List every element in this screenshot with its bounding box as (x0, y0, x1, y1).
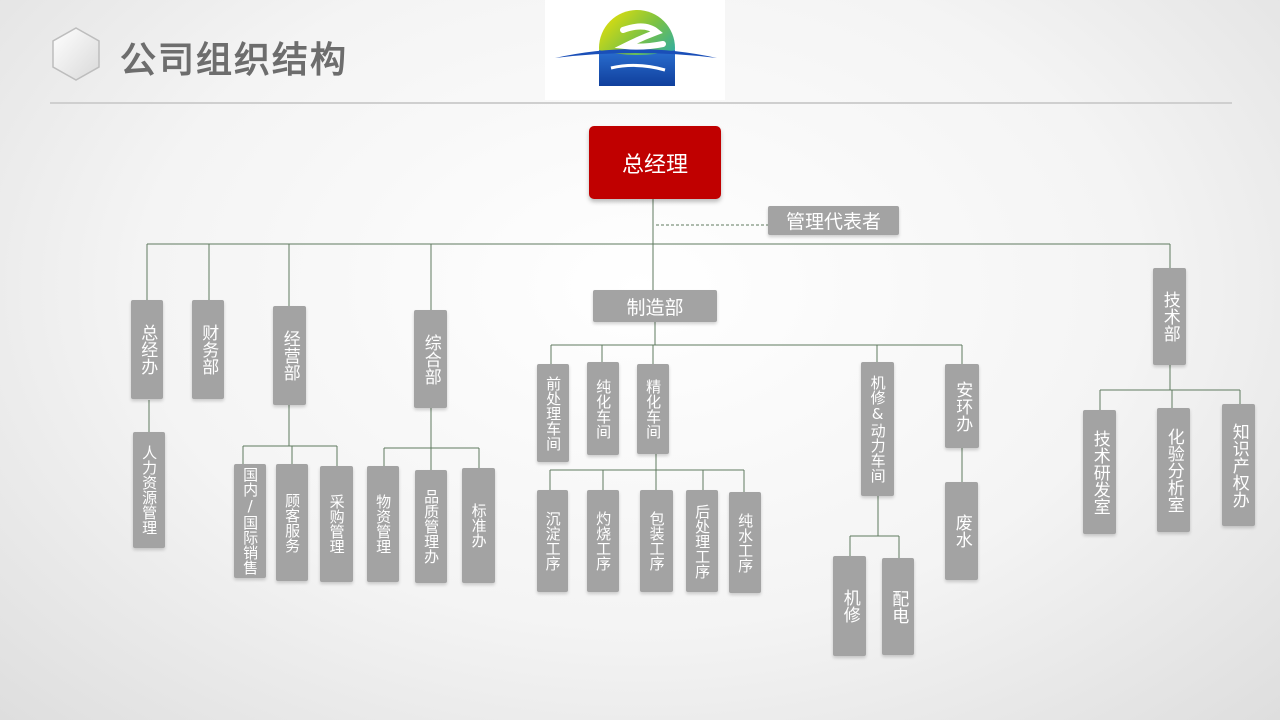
general-office-box: 总经办 (131, 300, 163, 399)
precipitation-process-box: 沉淀工序 (537, 490, 568, 592)
tech-rd-room-box: 技术研发室 (1083, 410, 1116, 534)
calcination-process-box: 灼烧工序 (587, 490, 619, 592)
general-affairs-box: 综合部 (414, 310, 447, 408)
manufacturing-dept-box: 制造部 (593, 290, 717, 322)
quality-office-box: 品质管理办 (415, 470, 447, 583)
purchasing-box: 采购管理 (320, 466, 353, 582)
packaging-process-box: 包装工序 (640, 490, 673, 592)
ip-office-box: 知识产权办 (1222, 404, 1255, 526)
technology-dept-box: 技术部 (1153, 268, 1186, 365)
safety-environment-box: 安环办 (945, 364, 979, 448)
maintenance-power-workshop-box: 机修&动力车间 (861, 362, 894, 496)
page-title: 公司组织结构 (120, 40, 349, 81)
materials-management-box: 物资管理 (367, 466, 399, 582)
pretreatment-workshop-box: 前处理车间 (537, 364, 569, 462)
domestic-intl-sales-box: 国内/国际销售 (234, 464, 266, 578)
wastewater-box: 废水 (945, 482, 978, 580)
hexagon-icon (52, 27, 100, 81)
business-dept-box: 经营部 (273, 306, 306, 405)
standards-office-box: 标准办 (462, 468, 495, 583)
lab-analysis-room-box: 化验分析室 (1157, 408, 1190, 532)
purification-workshop-box: 纯化车间 (587, 362, 619, 455)
pure-water-process-box: 纯水工序 (729, 492, 761, 593)
company-logo (545, 0, 725, 100)
refining-workshop-box: 精化车间 (637, 364, 669, 454)
customer-service-box: 顾客服务 (276, 464, 308, 581)
finance-dept-box: 财务部 (192, 300, 224, 399)
maintenance-box: 机修 (833, 556, 866, 656)
power-distribution-box: 配电 (882, 558, 914, 655)
management-rep-box: 管理代表者 (768, 206, 899, 235)
title-divider (50, 102, 1232, 104)
post-treatment-process-box: 后处理工序 (686, 490, 718, 592)
hr-management-box: 人力资源管理 (133, 432, 165, 548)
ceo-box: 总经理 (589, 126, 721, 199)
